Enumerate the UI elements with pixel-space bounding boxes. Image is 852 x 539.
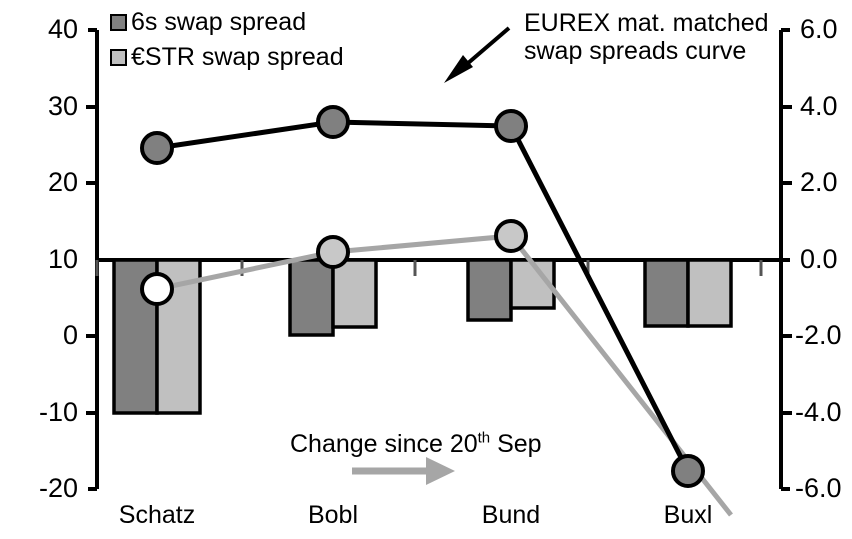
eurex-callout-line1: EUREX mat. matched — [524, 9, 769, 37]
grey-marker-bobl — [316, 235, 350, 269]
change-since-text: Change since 20th Sep — [290, 430, 542, 458]
grey-marker-schatz — [140, 272, 174, 306]
legend-label-estr: €STR swap spread — [131, 43, 344, 71]
eurex-marker-buxl — [671, 454, 705, 488]
bar-6s-buxl — [643, 258, 690, 328]
eurex-marker-schatz — [140, 131, 174, 165]
right-axis-ticks — [781, 105, 792, 415]
right-axis-tick-0: 0.0 — [800, 244, 838, 274]
change-since-text-after: Sep — [490, 430, 542, 458]
legend-swatch-6s-icon — [110, 14, 127, 31]
legend-item-estr-swap-spread[interactable]: €STR swap spread — [110, 45, 344, 70]
legend-label-6s: 6s swap spread — [131, 8, 307, 36]
left-axis-spine — [88, 28, 99, 491]
right-axis-tick-6: 6.0 — [800, 14, 838, 44]
right-axis-tick-neg6: -6.0 — [795, 473, 842, 503]
right-axis-tick-2: 2.0 — [800, 167, 838, 197]
grey-marker-bund — [494, 219, 528, 253]
change-since-superscript: th — [477, 429, 491, 447]
eurex-callout-arrow-icon — [444, 26, 511, 83]
change-since-text-before: Change since 20 — [290, 430, 478, 458]
x-axis-label-buxl: Buxl — [663, 501, 713, 529]
eurex-swap-spread-line — [156, 119, 691, 473]
eurex-marker-bund — [494, 109, 528, 143]
x-axis-label-bobl: Bobl — [307, 501, 359, 529]
right-axis-tick-neg4: -4.0 — [795, 397, 842, 427]
left-axis-tick-10: 10 — [47, 244, 78, 274]
left-axis-tick-0: 0 — [62, 320, 78, 350]
grey-change-line — [156, 233, 733, 517]
eurex-marker-bobl — [316, 105, 350, 139]
bar-6s-bund — [466, 258, 513, 322]
left-axis-tick-neg20: -20 — [38, 473, 78, 503]
legend-swatch-estr-icon — [110, 49, 127, 66]
left-axis-ticks — [86, 105, 97, 415]
bar-6s-bobl — [288, 258, 335, 337]
left-axis-tick-30: 30 — [47, 91, 78, 121]
right-axis-tick-4: 4.0 — [800, 91, 838, 121]
bar-estr-buxl — [686, 258, 733, 328]
left-axis-tick-neg10: -10 — [38, 397, 78, 427]
x-axis-label-schatz: Schatz — [118, 501, 196, 529]
bar-estr-bobl — [331, 258, 378, 329]
eurex-callout-text: EUREX mat. matched swap spreads curve — [524, 9, 769, 65]
x-axis-label-bund: Bund — [481, 501, 541, 529]
left-axis-tick-20: 20 — [47, 167, 78, 197]
legend-item-6s-swap-spread[interactable]: 6s swap spread — [110, 10, 306, 35]
left-axis-tick-40: 40 — [47, 14, 78, 44]
change-since-arrow-icon — [352, 457, 455, 485]
right-axis-tick-neg2: -2.0 — [795, 320, 842, 350]
eurex-callout-line2: swap spreads curve — [524, 37, 747, 65]
